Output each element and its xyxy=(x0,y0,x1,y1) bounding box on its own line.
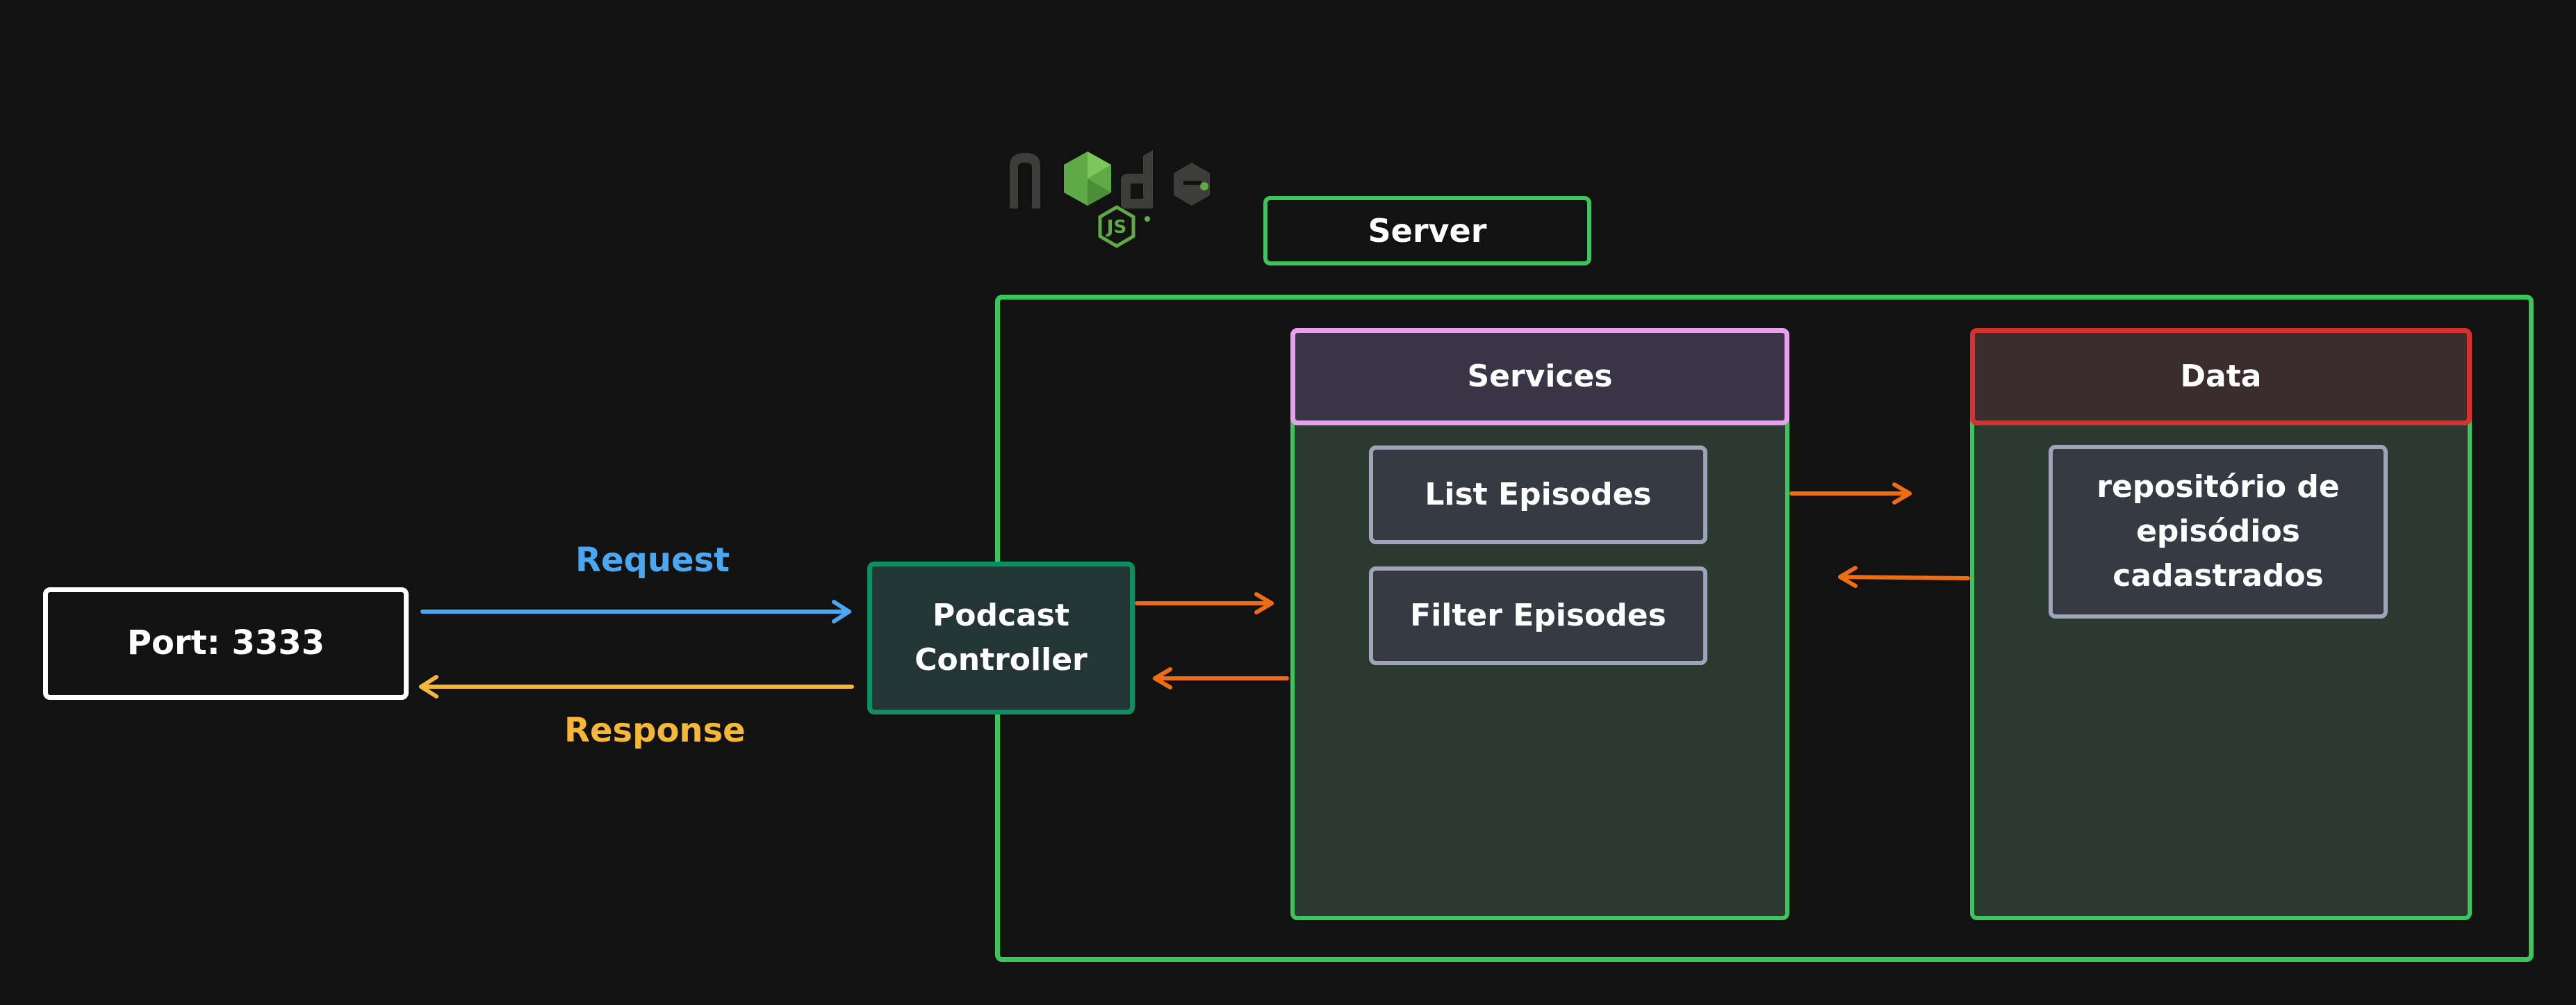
svg-text:JS: JS xyxy=(1106,217,1126,238)
data-item-label: repositório de episódios cadastrados xyxy=(2097,469,2340,594)
services-title: Services xyxy=(1467,359,1613,395)
nodejs-logo: JS xyxy=(1010,150,1210,248)
controller-to-services-arrow xyxy=(1135,592,1274,614)
data-title: Data xyxy=(2180,359,2262,395)
service-item-label: Filter Episodes xyxy=(1410,598,1666,634)
service-item-filter-episodes: Filter Episodes xyxy=(1369,566,1707,665)
response-label: Response xyxy=(564,711,746,750)
server-label-box: Server xyxy=(1263,196,1591,265)
request-arrow xyxy=(420,600,851,623)
data-header: Data xyxy=(1970,328,2472,425)
services-to-controller-arrow xyxy=(1153,667,1289,689)
response-arrow xyxy=(419,675,854,698)
port-node: Port: 3333 xyxy=(43,587,409,700)
request-label: Request xyxy=(575,541,730,580)
data-panel xyxy=(1970,328,2472,920)
data-item-repository: repositório de episódios cadastrados xyxy=(2049,445,2388,619)
controller-label: Podcast Controller xyxy=(914,598,1088,678)
services-header: Services xyxy=(1290,328,1789,425)
services-to-data-arrow xyxy=(1789,482,1912,505)
data-to-services-arrow xyxy=(1838,566,1970,588)
server-label: Server xyxy=(1368,211,1487,250)
port-label: Port: 3333 xyxy=(126,623,325,663)
controller-node: Podcast Controller xyxy=(867,562,1135,714)
service-item-list-episodes: List Episodes xyxy=(1369,446,1707,544)
service-item-label: List Episodes xyxy=(1425,477,1652,513)
